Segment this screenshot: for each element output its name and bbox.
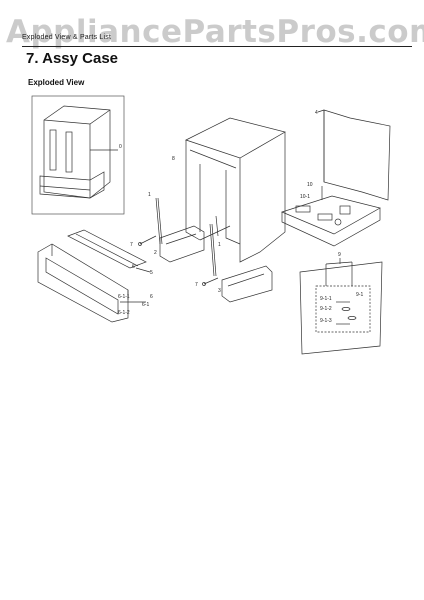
breadcrumb: Exploded View & Parts List: [22, 34, 112, 41]
callout-10-1: 10-1: [300, 194, 310, 200]
callout-6-1: 6-1: [142, 302, 149, 308]
kick-panel-part-6: [37, 243, 146, 323]
section-heading: Exploded View: [28, 78, 85, 87]
callout-9-1-2: 9-1-2: [320, 306, 332, 312]
side-rails-part-1: [155, 197, 219, 277]
watermark-text: AppliancePartsPros.com: [6, 14, 424, 50]
callout-7-upper: 7: [130, 242, 133, 248]
callout-6-1-1: 6-1-1: [118, 294, 130, 300]
callout-6-1-2: 6-1-2: [118, 310, 130, 316]
callout-9-1-3: 9-1-3: [320, 318, 332, 324]
callout-7-lower: 7: [195, 282, 198, 288]
base-tray-part-10: [280, 186, 381, 247]
screws-part-7: [138, 235, 219, 286]
callout-9-1-1: 9-1-1: [320, 296, 332, 302]
callout-4: 4: [315, 110, 318, 116]
cabinet-body-part-8: [185, 117, 286, 263]
callout-6: 6: [150, 294, 153, 300]
callout-5: 5: [150, 270, 153, 276]
side-panel-part-4: [317, 109, 391, 201]
callout-0: 0: [119, 144, 122, 150]
callout-10: 10: [307, 182, 313, 188]
top-rail-part-5: [67, 229, 151, 273]
inset-assembly-view: [31, 95, 125, 215]
callout-2: 2: [154, 250, 157, 256]
parts-bag-part-9: [299, 258, 383, 355]
callout-3: 3: [218, 288, 221, 294]
page-title: 7. Assy Case: [26, 50, 119, 67]
callout-1-right: 1: [218, 242, 221, 248]
callout-6-upper: 6: [132, 264, 135, 270]
callout-9-1: 9-1: [356, 292, 363, 298]
callout-9: 9: [338, 252, 341, 258]
callout-8: 8: [172, 156, 175, 162]
brackets-part-2-3: [159, 225, 273, 303]
header-rule: [22, 34, 412, 47]
callout-1-left: 1: [148, 192, 151, 198]
